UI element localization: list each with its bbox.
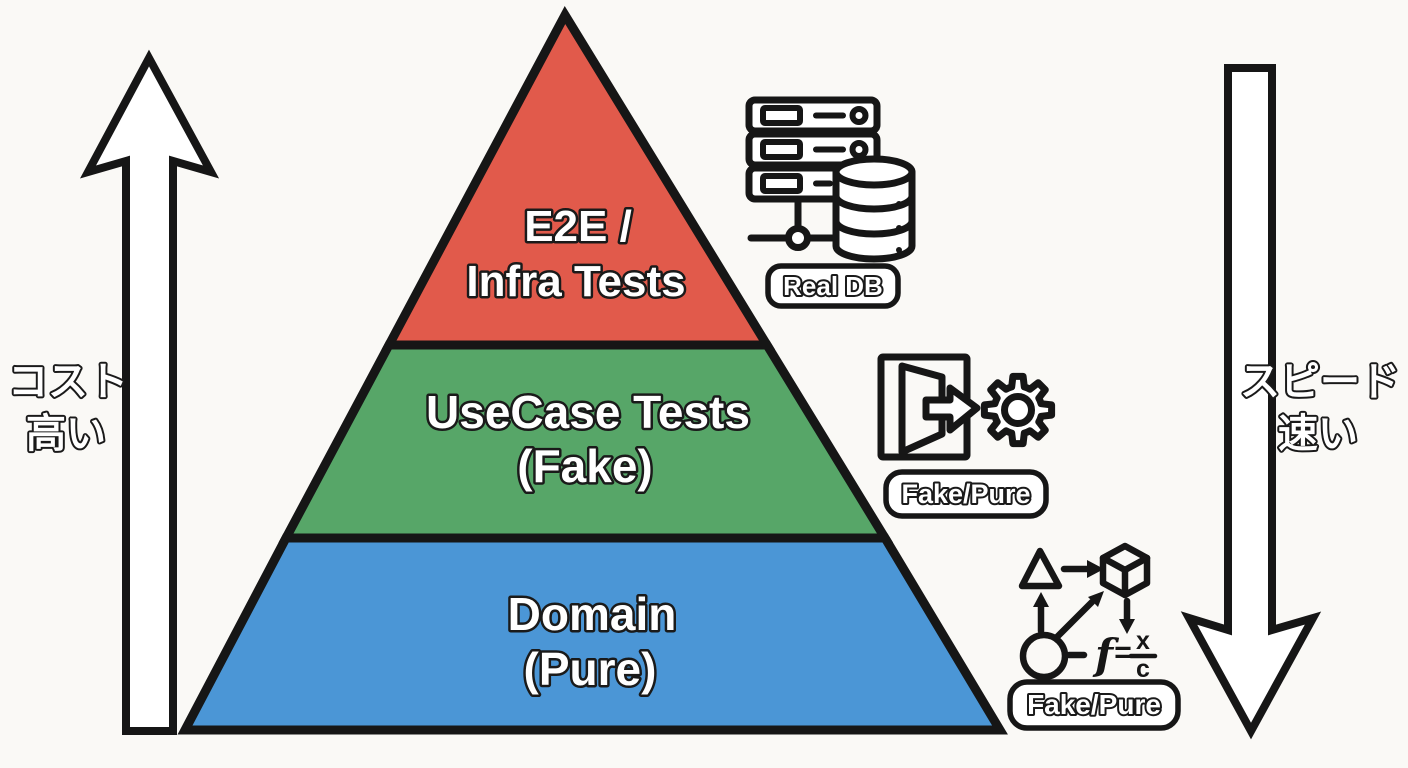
real-db-badge bbox=[765, 263, 901, 309]
domain-pure-badge-label: Fake/Pure bbox=[1027, 689, 1161, 720]
cube-icon bbox=[1099, 542, 1151, 599]
domain-label-line2: (Pure) bbox=[524, 643, 657, 695]
usecase-fake-badge bbox=[883, 469, 1049, 519]
down-arrow-icon bbox=[1180, 64, 1322, 740]
network-node bbox=[785, 225, 811, 251]
formula-equals: = bbox=[1114, 636, 1132, 669]
cost-label-line1: コスト bbox=[8, 360, 128, 404]
cost-indicator: コスト 高い bbox=[6, 49, 220, 735]
gear-hub bbox=[1001, 393, 1035, 427]
pyramid-layer-domain bbox=[177, 533, 1008, 735]
server-database-icon bbox=[745, 96, 916, 263]
shapes-function-icon: f = x c bbox=[1018, 542, 1158, 683]
speed-label-line1: スピード bbox=[1240, 360, 1400, 404]
usecase-label-line2: (Fake) bbox=[517, 440, 652, 492]
domain-pure-badge bbox=[1007, 679, 1181, 731]
usecase-label-line1: UseCase Tests bbox=[426, 386, 750, 438]
pyramid: E2E / Infra Tests UseCase Tests (Fake) D… bbox=[177, 5, 1008, 735]
cost-label-line2: 高い bbox=[26, 412, 106, 456]
domain-label-line1: Domain bbox=[508, 588, 677, 640]
usecase-fake-annotation: Fake/Pure bbox=[877, 353, 1056, 519]
real-db-annotation: Real DB bbox=[745, 96, 916, 309]
database-cylinder bbox=[832, 168, 916, 263]
speed-indicator: スピード 速い bbox=[1180, 64, 1402, 740]
real-db-badge-label: Real DB bbox=[783, 271, 883, 301]
speed-label-line2: 速い bbox=[1278, 412, 1358, 456]
exit-arrow bbox=[922, 384, 981, 434]
formula-denominator: c bbox=[1136, 655, 1150, 683]
up-arrow-icon bbox=[79, 49, 220, 735]
e2e-label-line2: Infra Tests bbox=[466, 257, 685, 306]
formula-numerator: x bbox=[1136, 627, 1150, 655]
open-door bbox=[898, 362, 946, 456]
usecase-fake-badge-label: Fake/Pure bbox=[901, 479, 1030, 509]
gear-icon bbox=[980, 372, 1056, 448]
triangle-icon bbox=[1018, 547, 1063, 590]
e2e-label-line1: E2E / bbox=[524, 202, 632, 251]
door-exit-gear-icon bbox=[877, 353, 1056, 461]
circle-icon bbox=[1019, 631, 1069, 681]
function-formula: f = x c bbox=[1092, 627, 1158, 683]
domain-pure-annotation: f = x c Fake/Pure bbox=[1007, 542, 1181, 731]
